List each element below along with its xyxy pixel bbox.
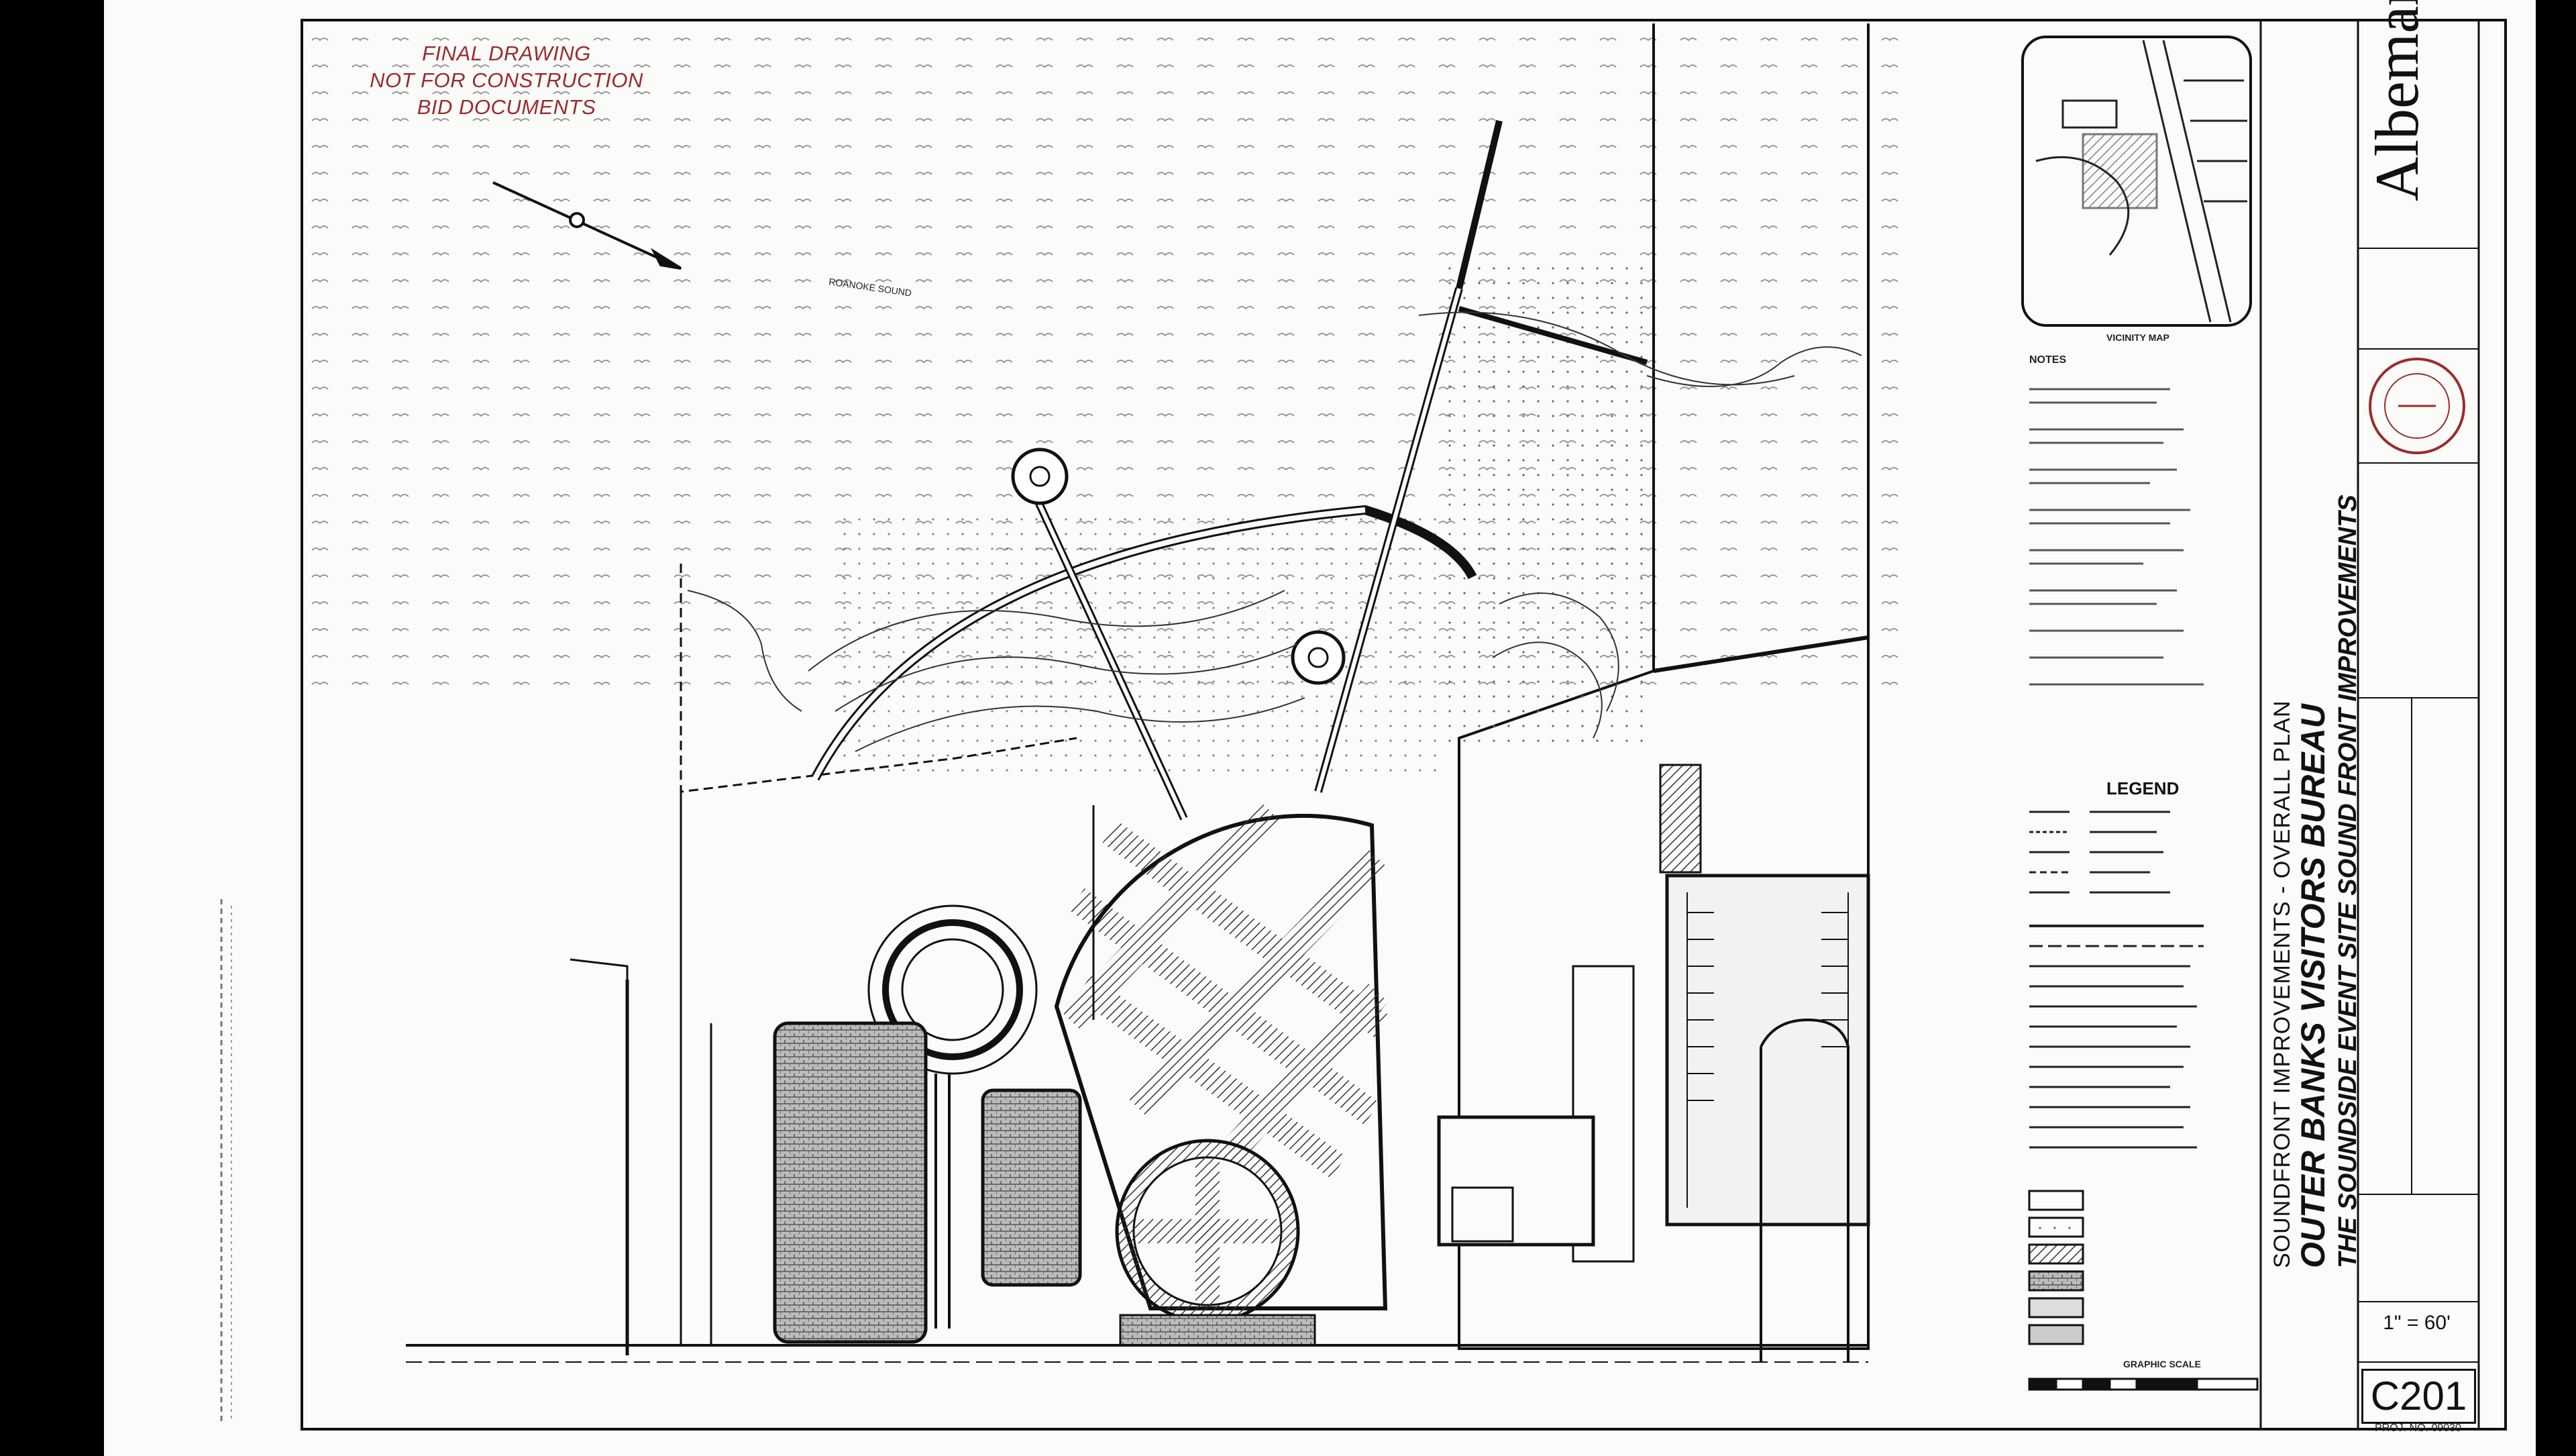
contour-lines: [687, 311, 1862, 752]
roundabout: [882, 919, 1023, 1060]
sheet-number: C201: [2361, 1369, 2476, 1424]
entrance-road-center: [934, 1074, 951, 1329]
pier-walk: [1456, 119, 1503, 290]
parking-lot-east: [1665, 874, 1870, 1227]
parking-lot-center: [981, 1088, 1082, 1287]
south-east-walk: [1653, 635, 1869, 673]
graphic-scale-bar: [2028, 1377, 2259, 1391]
project-number: PROJ. NO. 09030: [2375, 1422, 2461, 1434]
hatched-walkway-grid: [1060, 802, 1390, 1190]
construction-notice: FINAL DRAWING NOT FOR CONSTRUCTION BID D…: [319, 40, 694, 121]
vicinity-map-streets: [2035, 40, 2247, 323]
title-block-grid: [2358, 248, 2479, 1363]
project-name: THE SOUNDSIDE EVENT SITE SOUND FRONT IMP…: [2334, 495, 2362, 1268]
parking-lot-west: [773, 1021, 928, 1344]
building-footprint: [1437, 1115, 1595, 1247]
dotted-vegetation-east: [1439, 255, 1654, 751]
parking-lot-south: [1119, 1314, 1316, 1347]
project-header: SOUNDFRONT IMPROVEMENTS - OVERALL PLAN: [2269, 700, 2295, 1268]
legend-title: LEGEND: [2106, 778, 2180, 798]
north-arrow: [492, 181, 682, 270]
notice-line: BID DOCUMENTS: [417, 95, 596, 119]
site-plan-drawing: [220, 19, 2507, 1431]
notes-lines: [2029, 388, 2204, 686]
notes-title: NOTES: [2029, 354, 2067, 366]
notice-line: NOT FOR CONSTRUCTION: [370, 68, 643, 92]
drawing-sheet: FINAL DRAWING NOT FOR CONSTRUCTION BID D…: [104, 0, 2536, 1456]
notice-line: FINAL DRAWING: [422, 42, 591, 65]
client-name: OUTER BANKS VISITORS BUREAU: [2294, 704, 2332, 1268]
building-hatch: [1659, 764, 1702, 874]
east-walk: [1458, 306, 1648, 365]
parcel-lines: [570, 792, 1095, 1345]
legend-symbols: [2029, 811, 2204, 1149]
scale-text: 1" = 60': [2383, 1312, 2451, 1334]
outer-border: [301, 19, 2507, 1431]
graphic-scale-label: GRAPHIC SCALE: [2123, 1359, 2201, 1369]
entrance-road-east: [1760, 1018, 1849, 1362]
firm-logo: Albemarle: [2363, 0, 2431, 201]
legend-swatches: [2028, 1190, 2084, 1345]
gazebo-center: [1291, 630, 1346, 685]
parking-stall-column: [1572, 965, 1635, 1263]
gazebo-north: [1011, 448, 1069, 505]
vicinity-map-label: VICINITY MAP: [2106, 332, 2169, 343]
